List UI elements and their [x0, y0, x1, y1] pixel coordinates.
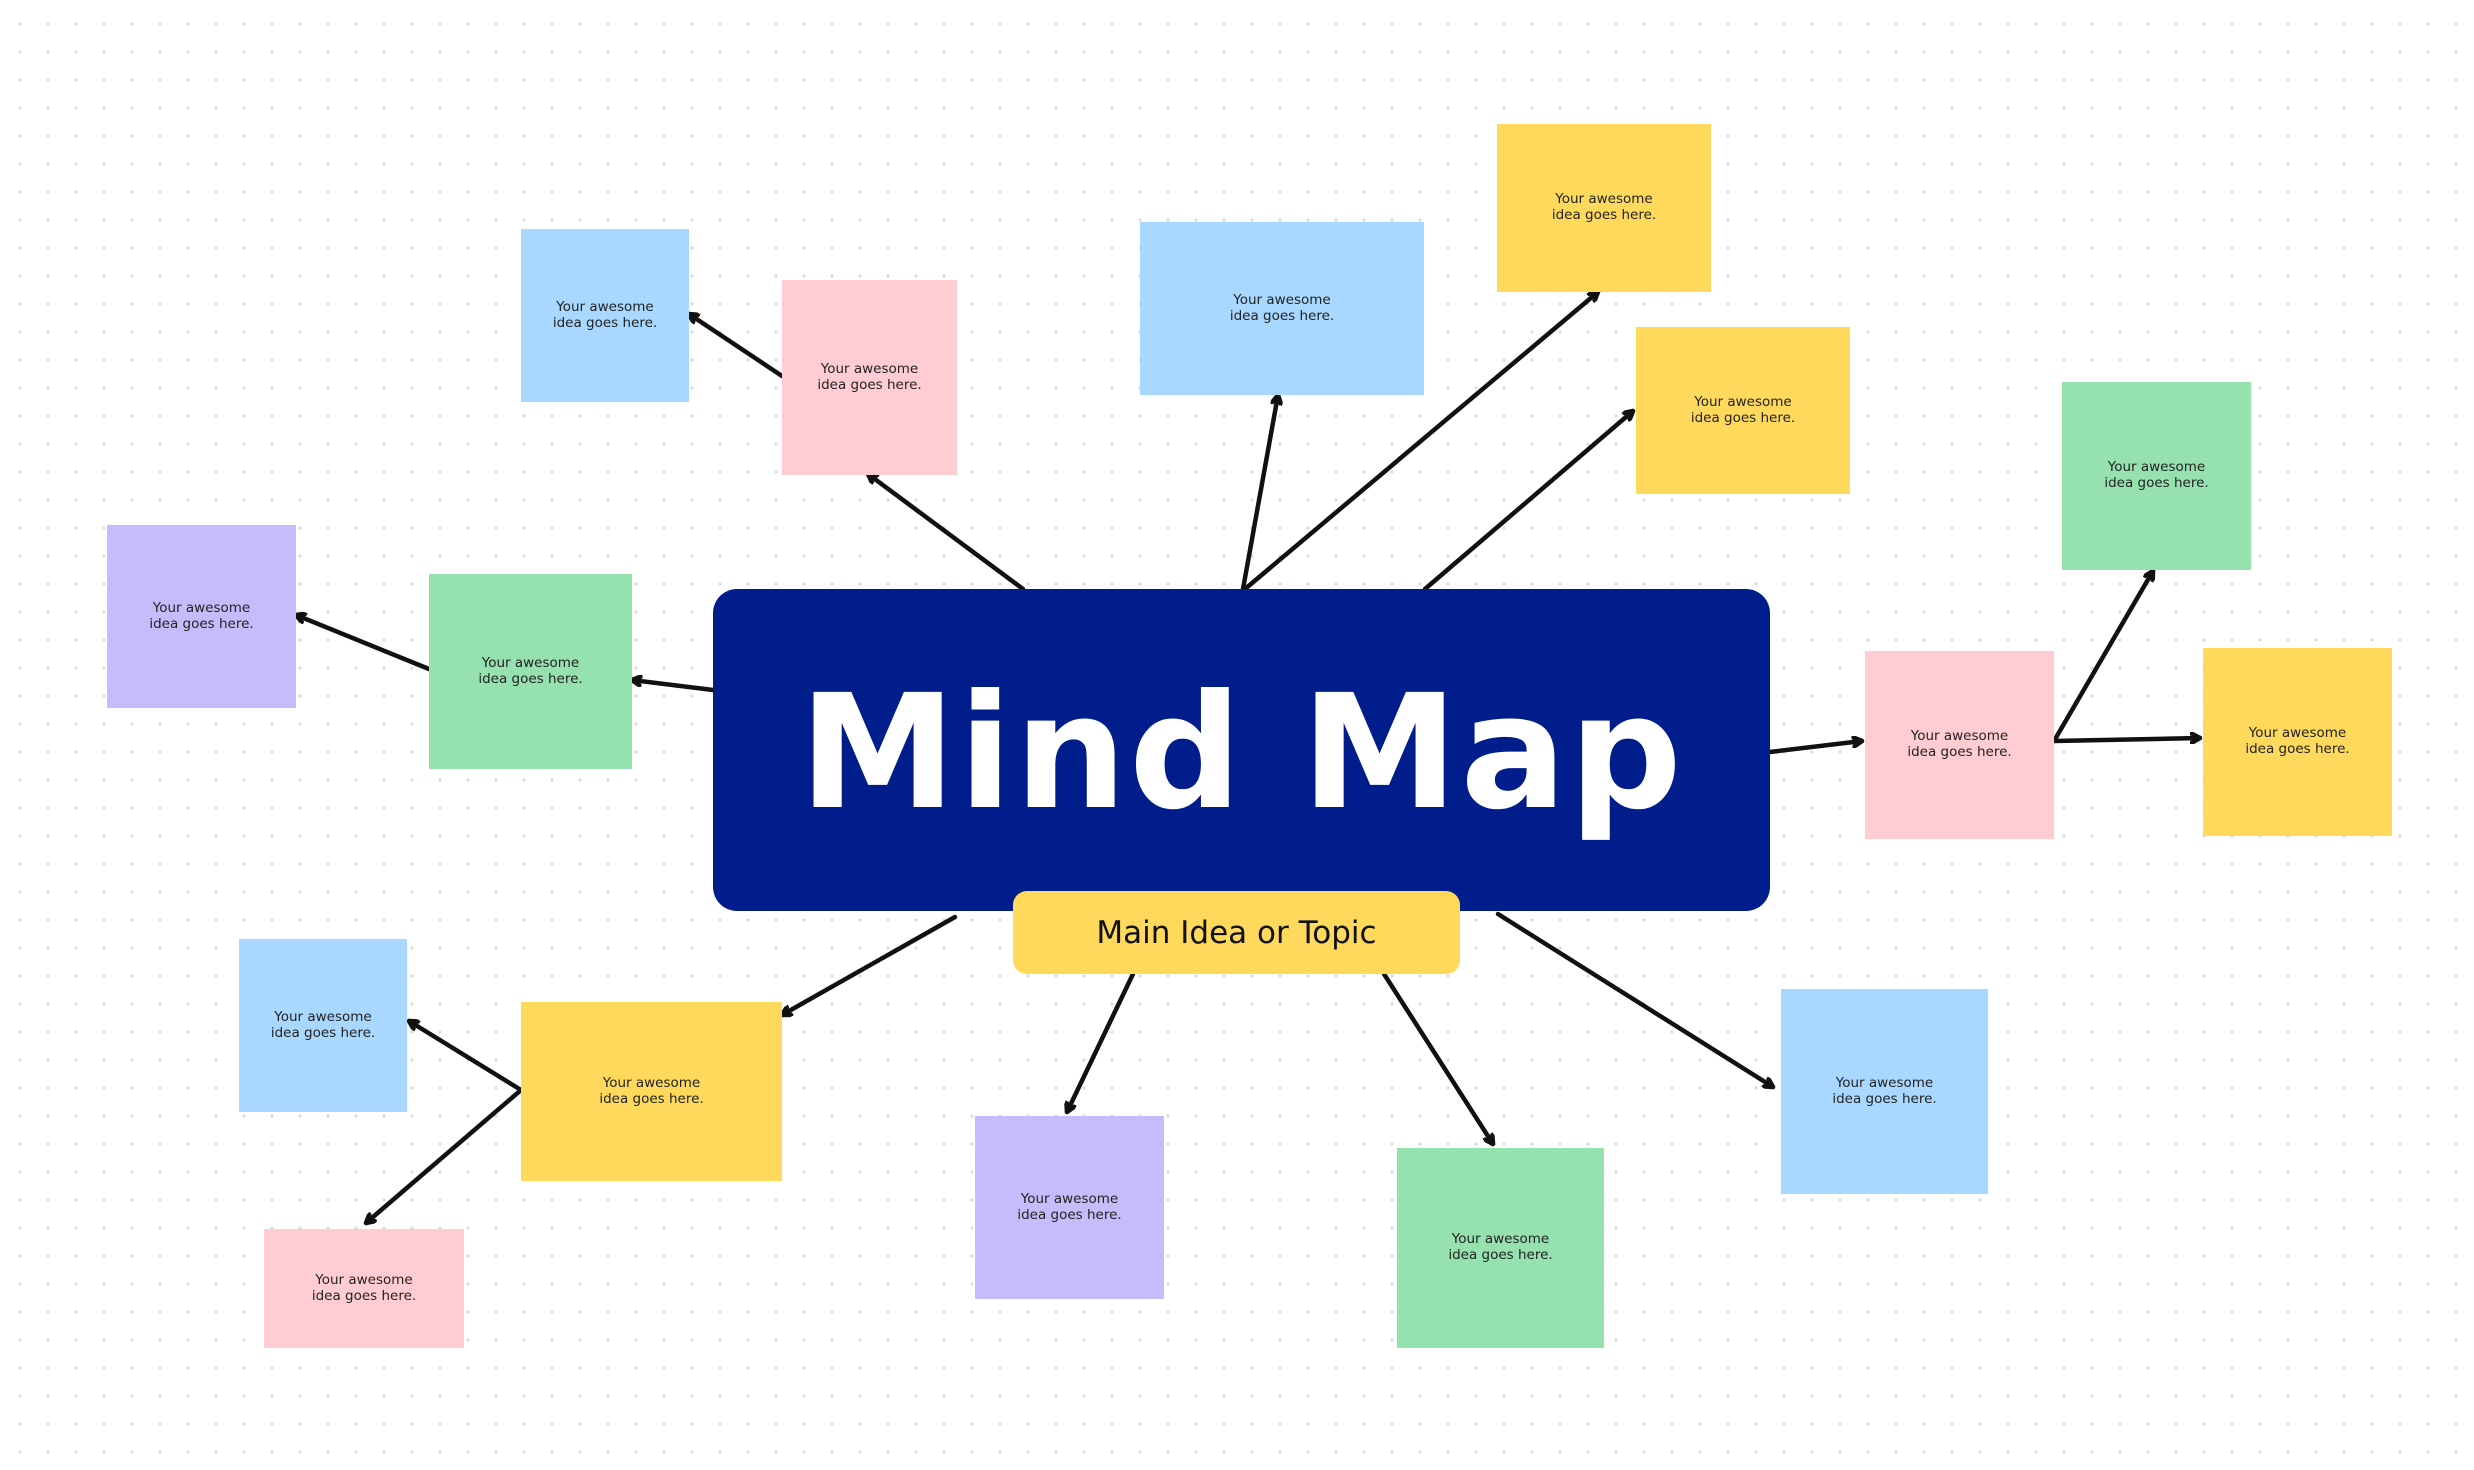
arrow-center-to-note-5[interactable] [1422, 408, 1636, 592]
sticky-note-text: Your awesome idea goes here. [1907, 728, 2012, 760]
arrow-center-to-note-9[interactable] [1767, 741, 1865, 755]
sticky-note-text: Your awesome idea goes here. [149, 599, 254, 632]
sticky-note-5[interactable]: Your awesome idea goes here. [1636, 327, 1850, 494]
mind-map-title: Mind Map [799, 661, 1684, 845]
sticky-note-text: Your awesome idea goes here. [552, 298, 658, 331]
sticky-note-text: Your awesome idea goes here. [478, 654, 583, 687]
central-topic-node[interactable]: Mind Map [713, 589, 1770, 911]
sticky-note-text: Your awesome idea goes here. [311, 1271, 417, 1304]
arrow-center-to-note-3[interactable] [1240, 392, 1278, 592]
sticky-note-text: Your awesome idea goes here. [270, 1008, 376, 1041]
sticky-note-15[interactable]: Your awesome idea goes here. [1397, 1148, 1604, 1348]
sticky-note-13[interactable]: Your awesome idea goes here. [264, 1229, 464, 1348]
main-idea-label[interactable]: Main Idea or Topic [1013, 891, 1460, 974]
sticky-note-14[interactable]: Your awesome idea goes here. [975, 1116, 1164, 1299]
sticky-note-12[interactable]: Your awesome idea goes here. [521, 1002, 782, 1181]
sticky-note-text: Your awesome idea goes here. [2245, 725, 2350, 757]
sticky-note-6[interactable]: Your awesome idea goes here. [2062, 382, 2251, 570]
sticky-note-8[interactable]: Your awesome idea goes here. [429, 574, 632, 769]
sticky-note-11[interactable]: Your awesome idea goes here. [239, 939, 407, 1112]
arrow-note-9-to-note-6[interactable] [2051, 568, 2156, 744]
arrow-note-2-to-note-1[interactable] [686, 311, 785, 379]
main-idea-text: Main Idea or Topic [1096, 914, 1377, 951]
arrow-note-12-to-note-11[interactable] [406, 1018, 524, 1093]
sticky-note-text: Your awesome idea goes here. [1229, 291, 1335, 324]
sticky-note-9[interactable]: Your awesome idea goes here. [1865, 651, 2054, 839]
sticky-note-text: Your awesome idea goes here. [1832, 1074, 1937, 1107]
sticky-note-text: Your awesome idea goes here. [817, 360, 922, 393]
sticky-note-text: Your awesome idea goes here. [1551, 191, 1657, 223]
sticky-note-text: Your awesome idea goes here. [1448, 1231, 1553, 1263]
arrow-note-8-to-note-7[interactable] [293, 615, 432, 672]
sticky-note-3[interactable]: Your awesome idea goes here. [1140, 222, 1424, 395]
arrow-center-to-note-2[interactable] [865, 471, 1026, 592]
sticky-note-text: Your awesome idea goes here. [599, 1074, 704, 1107]
arrow-subtitle-to-note-14[interactable] [1067, 971, 1136, 1115]
sticky-note-1[interactable]: Your awesome idea goes here. [521, 229, 689, 402]
sticky-note-10[interactable]: Your awesome idea goes here. [2203, 648, 2392, 836]
sticky-note-16[interactable]: Your awesome idea goes here. [1781, 989, 1988, 1194]
sticky-note-text: Your awesome idea goes here. [1690, 393, 1796, 426]
sticky-note-7[interactable]: Your awesome idea goes here. [107, 525, 296, 708]
sticky-note-text: Your awesome idea goes here. [2104, 459, 2209, 491]
arrow-subtitle-to-note-15[interactable] [1381, 971, 1496, 1147]
arrow-center-to-note-16[interactable] [1495, 911, 1776, 1090]
arrow-center-to-note-12[interactable] [779, 914, 958, 1018]
sticky-note-2[interactable]: Your awesome idea goes here. [782, 280, 957, 475]
arrow-center-to-note-8[interactable] [629, 680, 716, 693]
sticky-note-4[interactable]: Your awesome idea goes here. [1497, 124, 1711, 292]
sticky-note-text: Your awesome idea goes here. [1017, 1190, 1122, 1223]
arrow-note-9-to-note-10[interactable] [2051, 738, 2203, 741]
